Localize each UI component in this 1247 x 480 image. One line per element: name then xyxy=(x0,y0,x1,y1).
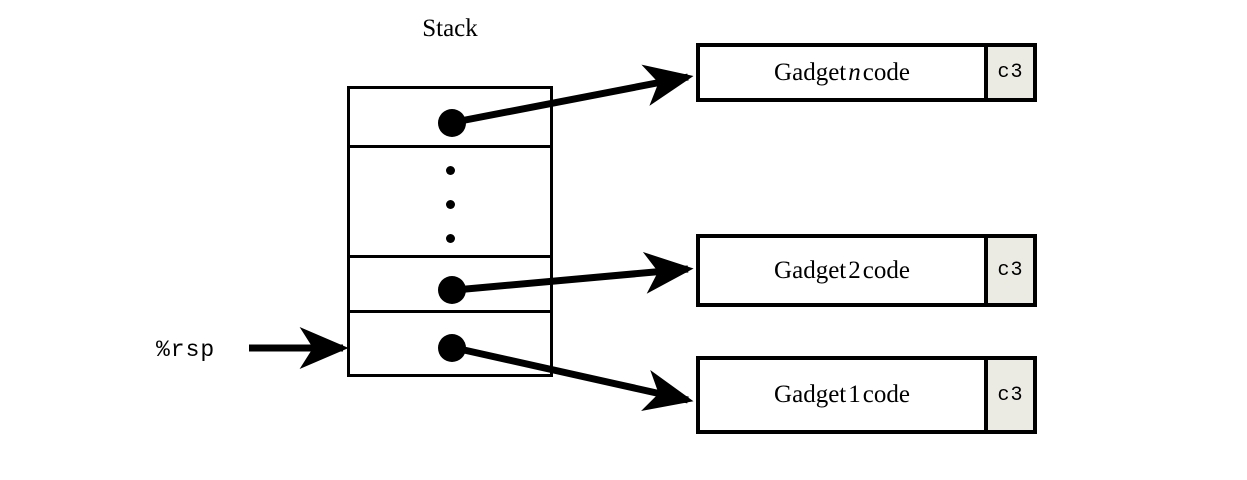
ellipsis-dot xyxy=(446,234,455,243)
gadget-n-code-prefix: Gadget xyxy=(774,58,847,86)
gadget-2-code-suffix: code xyxy=(862,256,910,284)
gadget-1-code-suffix: code xyxy=(862,381,910,408)
stack-divider-2 xyxy=(347,255,553,258)
gadget-1-code-label: Gadget 1 code xyxy=(700,360,984,430)
gadget-2-code-prefix: Gadget xyxy=(774,256,847,284)
rsp-register-label: %rsp xyxy=(156,337,216,363)
stack-divider-1 xyxy=(347,145,553,148)
pointer-dot-gadget-2 xyxy=(438,276,466,304)
gadget-n-code-suffix: code xyxy=(862,58,910,86)
pointer-dot-gadget-n xyxy=(438,109,466,137)
gadget-box-gadget-2[interactable]: Gadget 2 code c3 xyxy=(696,234,1037,307)
gadget-1-ret-byte: c3 xyxy=(984,360,1033,430)
ellipsis-dot xyxy=(446,200,455,209)
gadget-box-gadget-n[interactable]: Gadget n code c3 xyxy=(696,43,1037,102)
stack-divider-3 xyxy=(347,310,553,313)
ellipsis-dot xyxy=(446,166,455,175)
gadget-n-code-label: Gadget n code xyxy=(700,47,984,98)
gadget-n-index: n xyxy=(848,58,861,86)
gadget-2-index: 2 xyxy=(848,256,861,284)
gadget-1-index: 1 xyxy=(848,381,861,408)
gadget-n-ret-byte: c3 xyxy=(984,47,1033,98)
gadget-2-code-label: Gadget 2 code xyxy=(700,238,984,303)
gadget-2-ret-byte: c3 xyxy=(984,238,1033,303)
stack-title: Stack xyxy=(422,15,478,42)
pointer-dot-gadget-1 xyxy=(438,334,466,362)
gadget-1-code-prefix: Gadget xyxy=(774,381,847,408)
gadget-box-gadget-1[interactable]: Gadget 1 code c3 xyxy=(696,356,1037,434)
